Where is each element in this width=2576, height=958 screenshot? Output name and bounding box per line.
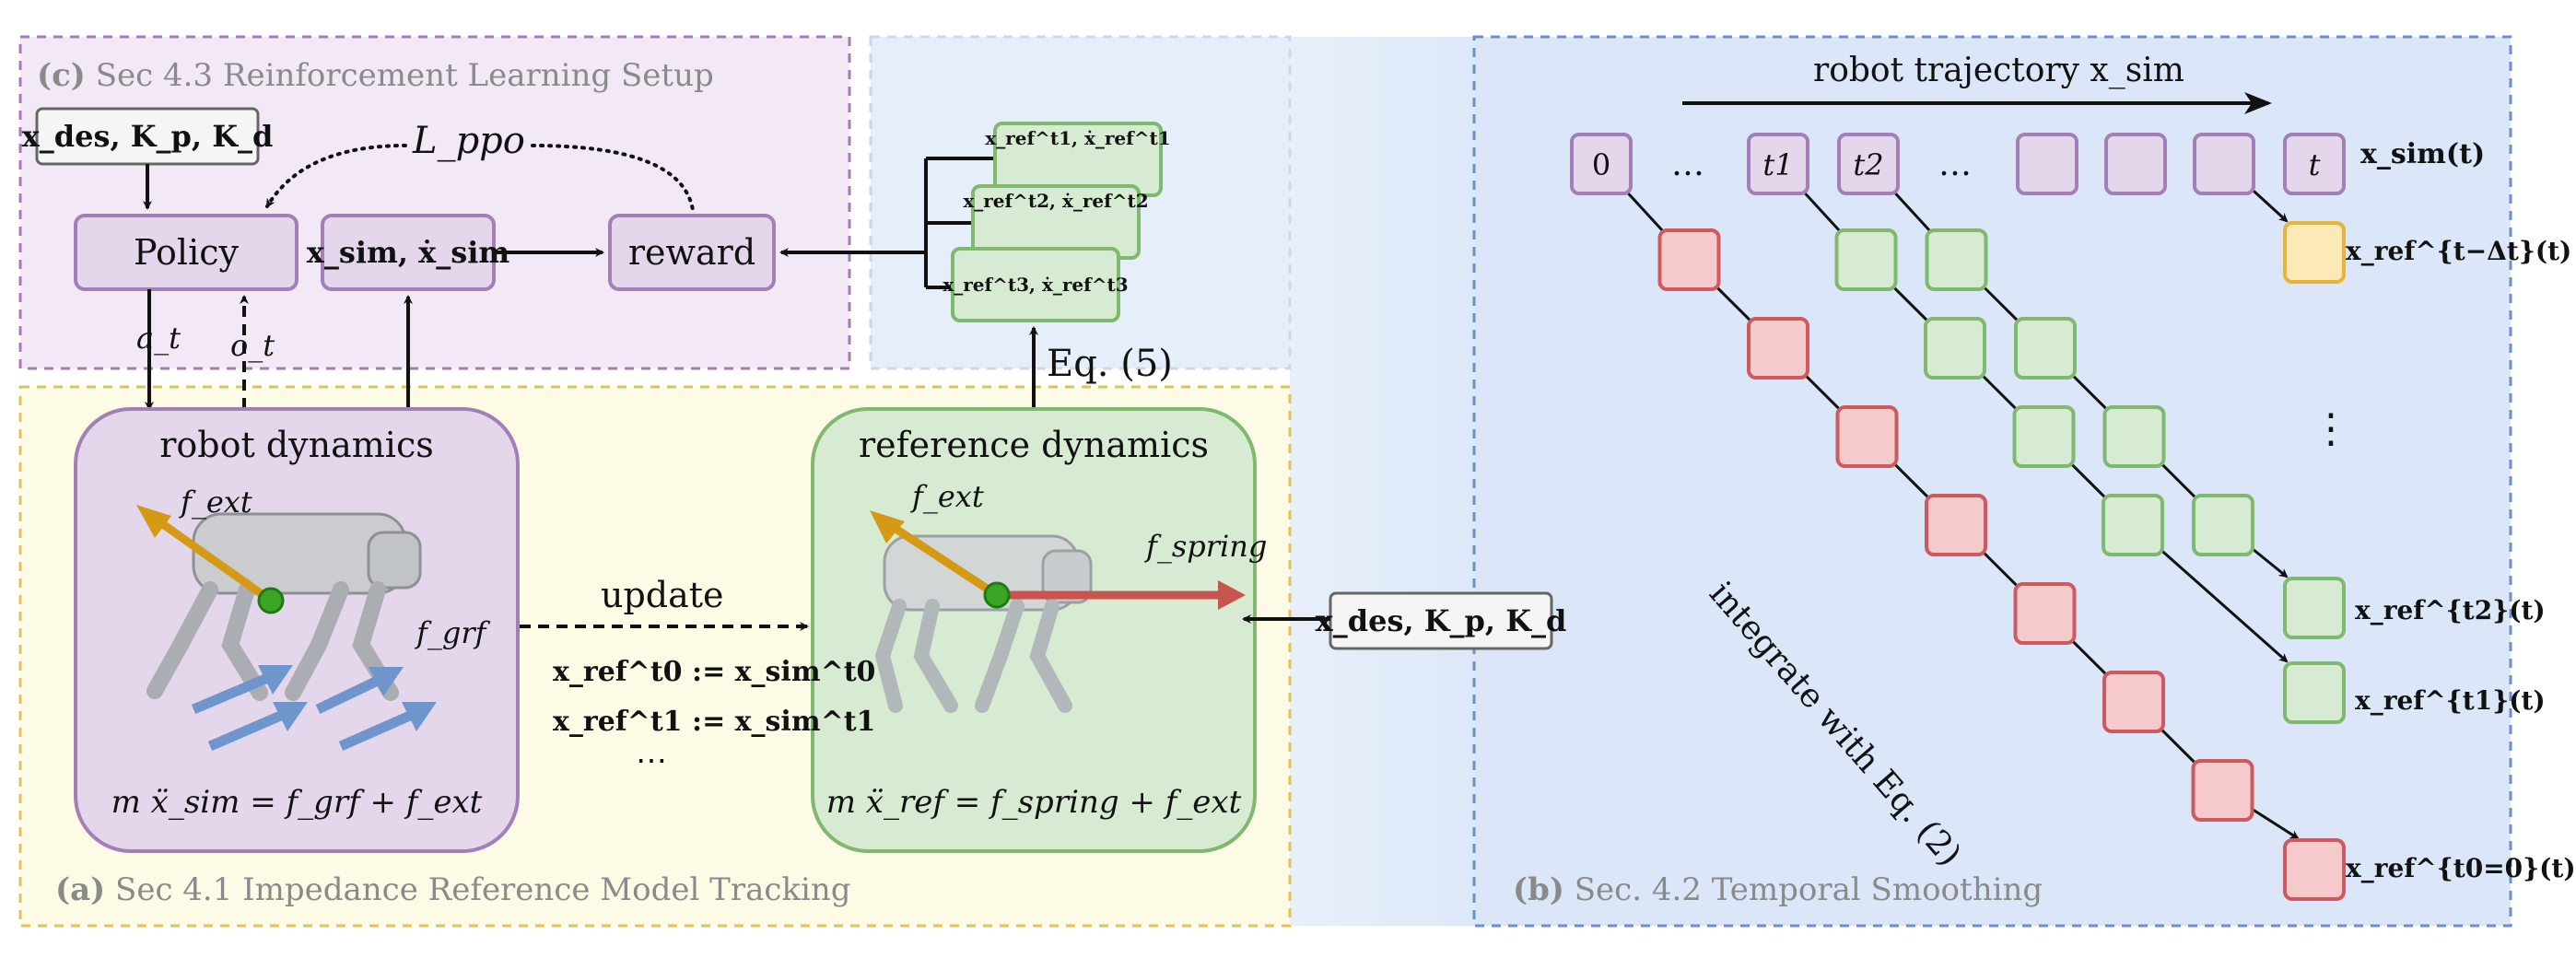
ref-t2-diagonal-box: [2014, 317, 2077, 380]
ref-t1-diagonal-box: [2012, 405, 2076, 468]
ref-t0-diagonal-box: [2191, 759, 2254, 822]
ref-dt-endpoint-box: [2283, 221, 2346, 284]
ref-card-t3: [951, 247, 1120, 322]
panel-b-title-text: Sec. 4.2 Temporal Smoothing: [1574, 871, 2043, 908]
ref-card-t2-label: x_ref^t2, ẋ_ref^t2: [963, 190, 1149, 212]
ref-t1-diagonal-box: [1834, 228, 1898, 291]
panel-a-title-text: Sec 4.1 Impedance Reference Model Tracki…: [115, 871, 851, 908]
reference-dynamics-title: reference dynamics: [858, 425, 1210, 465]
panel-c-frame: [18, 35, 851, 370]
row-label-ref-t2: x_ref^{t2}(t): [2355, 595, 2546, 625]
timeline-step-box: [2104, 133, 2167, 195]
ref-t0-diagonal-box: [1747, 317, 1809, 380]
rl-input-label: x_des, K_p, K_d: [21, 119, 274, 154]
panel-c-tag: (c): [37, 57, 86, 94]
timeline-step-label: t1: [1762, 147, 1793, 182]
update-dots: ⋯: [636, 742, 667, 779]
robot-dog-sketch: [146, 512, 422, 701]
panel-a-tag: (a): [55, 871, 106, 908]
reference-fext-label: f_ext: [912, 479, 984, 514]
ref-card-t1-label: x_ref^t1, ẋ_ref^t1: [985, 127, 1171, 149]
reference-dynamics-box: [811, 407, 1257, 853]
panel-b-tag: (b): [1513, 871, 1564, 908]
update-eq-1: x_ref^t0 := x_sim^t0: [553, 656, 876, 688]
timeline-ellipsis: …: [1671, 146, 1704, 183]
smoothing-grid: 0 … t1 t2 … t: [1570, 133, 2346, 901]
ref-t0-diagonal-box: [2102, 671, 2165, 733]
loss-arc-left: [265, 144, 407, 208]
panel-a-title: (a) Sec 4.1 Impedance Reference Model Tr…: [55, 871, 851, 908]
ref-t2-diagonal-box: [1925, 228, 1988, 291]
policy-box: [74, 214, 299, 291]
panel-c-title-text: Sec 4.3 Reinforcement Learning Setup: [95, 57, 714, 94]
timeline-step-box: [2193, 133, 2255, 195]
row-label-ref-t1: x_ref^{t1}(t): [2355, 685, 2546, 716]
timeline-step-box: [1570, 133, 1633, 195]
timeline-step-label: t: [2309, 147, 2321, 182]
zoom-funnel: [871, 37, 1474, 926]
ref-t2-endpoint-box: [2283, 577, 2346, 639]
timeline-step-box: [1837, 133, 1900, 195]
policy-label: Policy: [134, 232, 239, 273]
update-label: update: [601, 575, 724, 615]
ref-t0-diagonal-box: [2013, 582, 2077, 645]
row-label-ref-dt: x_ref^{t−Δt}(t): [2346, 236, 2572, 266]
robot-dynamics-equation: m ẍ_sim = f_grf + f_ext: [111, 784, 483, 821]
ref-t1-diagonal-box: [2102, 494, 2164, 556]
timeline-step-box: [1747, 133, 1809, 195]
fext-arrow-right: [882, 518, 1000, 599]
impedance-input-label: x_des, K_p, K_d: [1315, 603, 1567, 638]
ref-t1-diagonal-box: [1924, 317, 1986, 380]
robot-fgrf-label: f_grf: [416, 615, 486, 650]
robot-fext-label: f_ext: [181, 485, 252, 520]
ref-card-t3-label: x_ref^t3, ẋ_ref^t3: [943, 274, 1129, 296]
timeline-step-label: 0: [1592, 147, 1610, 182]
eq5-label: Eq. (5): [1047, 343, 1173, 385]
reward-label: reward: [627, 232, 756, 273]
observation-label: o_t: [230, 328, 275, 363]
refs-region-border: [869, 35, 1292, 370]
ref-t0-diagonal-box: [1657, 228, 1721, 291]
update-eq-2: x_ref^t1 := x_sim^t1: [553, 706, 876, 738]
ref-t2-diagonal-box: [2102, 405, 2166, 468]
action-label: a_t: [136, 321, 181, 356]
ref-t0-diagonal-box: [1925, 494, 1987, 556]
trajectory-label: robot trajectory x_sim: [1813, 52, 2184, 89]
ref-t2-diagonal-box: [2192, 494, 2254, 556]
ref-t1-endpoint-box: [2283, 661, 2346, 724]
com-dot-left: [257, 587, 285, 614]
panel-b-title: (b) Sec. 4.2 Temporal Smoothing: [1513, 871, 2043, 908]
timeline-step-label: t2: [1853, 147, 1883, 182]
timeline-ellipsis: …: [1938, 146, 1972, 183]
fspring-label: f_spring: [1146, 529, 1268, 564]
robot-dynamics-title: robot dynamics: [159, 425, 434, 465]
row-label-ref-t0: x_ref^{t0=0}(t): [2346, 853, 2576, 883]
robot-dynamics-box: [74, 407, 520, 853]
state-label: x_sim, ẋ_sim: [306, 235, 510, 270]
fgrf-arrows: [191, 665, 437, 752]
vdots-label: ⋮: [2311, 405, 2351, 452]
timeline-step-box: [2016, 133, 2078, 195]
timeline-step-box: [2283, 133, 2346, 195]
ref-t0-diagonal-box: [1835, 405, 1899, 468]
reward-box: [608, 214, 776, 291]
ref-t0-endpoint-box: [2283, 838, 2346, 901]
loss-label: L_ppo: [413, 120, 525, 162]
row-label-sim: x_sim(t): [2360, 138, 2486, 170]
panel-c-title: (c) Sec 4.3 Reinforcement Learning Setup: [37, 57, 714, 94]
fext-arrow-left: [148, 512, 274, 604]
loss-arc-right: [531, 144, 695, 212]
reference-dynamics-equation: m ẍ_ref = f_spring + f_ext: [825, 784, 1242, 821]
com-dot-right: [983, 581, 1011, 609]
